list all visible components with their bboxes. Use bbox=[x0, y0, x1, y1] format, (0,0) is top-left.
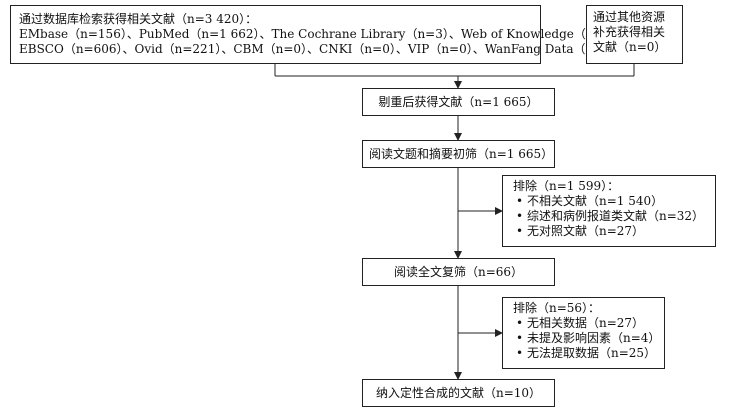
title-abstract-box: 阅读文题和摘要初筛（n=1 665） bbox=[362, 140, 555, 168]
included-label: 纳入定性合成的文献（n=10） bbox=[375, 385, 542, 400]
dedup-box: 剔重后获得文献（n=1 665） bbox=[362, 88, 555, 116]
other-sources-line-3: 文献（n=0） bbox=[593, 40, 667, 54]
exclusion-2-item: 无法提取数据（n=25） bbox=[513, 346, 656, 361]
exclusion-2-item: 无相关数据（n=27） bbox=[513, 316, 654, 331]
dedup-label: 剔重后获得文献（n=1 665） bbox=[378, 94, 539, 109]
exclusion-2-item: 未提及影响因素（n=4） bbox=[513, 331, 660, 346]
exclusion-1-item: 综述和病例报道类文献（n=32） bbox=[513, 209, 705, 224]
database-search-line-2: EMbase（n=156）、PubMed（n=1 662）、The Cochra… bbox=[19, 27, 645, 41]
fulltext-box: 阅读全文复筛（n=66） bbox=[362, 258, 555, 286]
exclusion-2-box: 排除（n=56）： 无相关数据（n=27） 未提及影响因素（n=4） 无法提取数… bbox=[502, 297, 665, 369]
other-sources-line-2: 补充获得相关 bbox=[593, 25, 666, 39]
included-box: 纳入定性合成的文献（n=10） bbox=[362, 379, 555, 407]
title-abstract-label: 阅读文题和摘要初筛（n=1 665） bbox=[369, 146, 554, 161]
other-sources-box: 通过其他资源 补充获得相关 文献（n=0） bbox=[586, 5, 683, 64]
exclusion-2-header: 排除（n=56）： bbox=[513, 301, 601, 315]
other-sources-line-1: 通过其他资源 bbox=[593, 10, 666, 24]
fulltext-label: 阅读全文复筛（n=66） bbox=[393, 264, 524, 279]
exclusion-1-item: 不相关文献（n=1 540） bbox=[513, 194, 705, 209]
database-search-box: 通过数据库检索获得相关文献（n=3 420）： EMbase（n=156）、Pu… bbox=[10, 5, 645, 64]
database-search-line-3: EBSCO（n=606）、Ovid（n=221）、CBM（n=0）、CNKI（n… bbox=[19, 42, 623, 56]
exclusion-1-header: 排除（n=1 599）： bbox=[513, 179, 620, 193]
exclusion-1-item: 无对照文献（n=27） bbox=[513, 224, 705, 239]
database-search-line-1: 通过数据库检索获得相关文献（n=3 420）： bbox=[19, 12, 258, 26]
exclusion-1-box: 排除（n=1 599）： 不相关文献（n=1 540） 综述和病例报道类文献（n… bbox=[502, 175, 716, 247]
